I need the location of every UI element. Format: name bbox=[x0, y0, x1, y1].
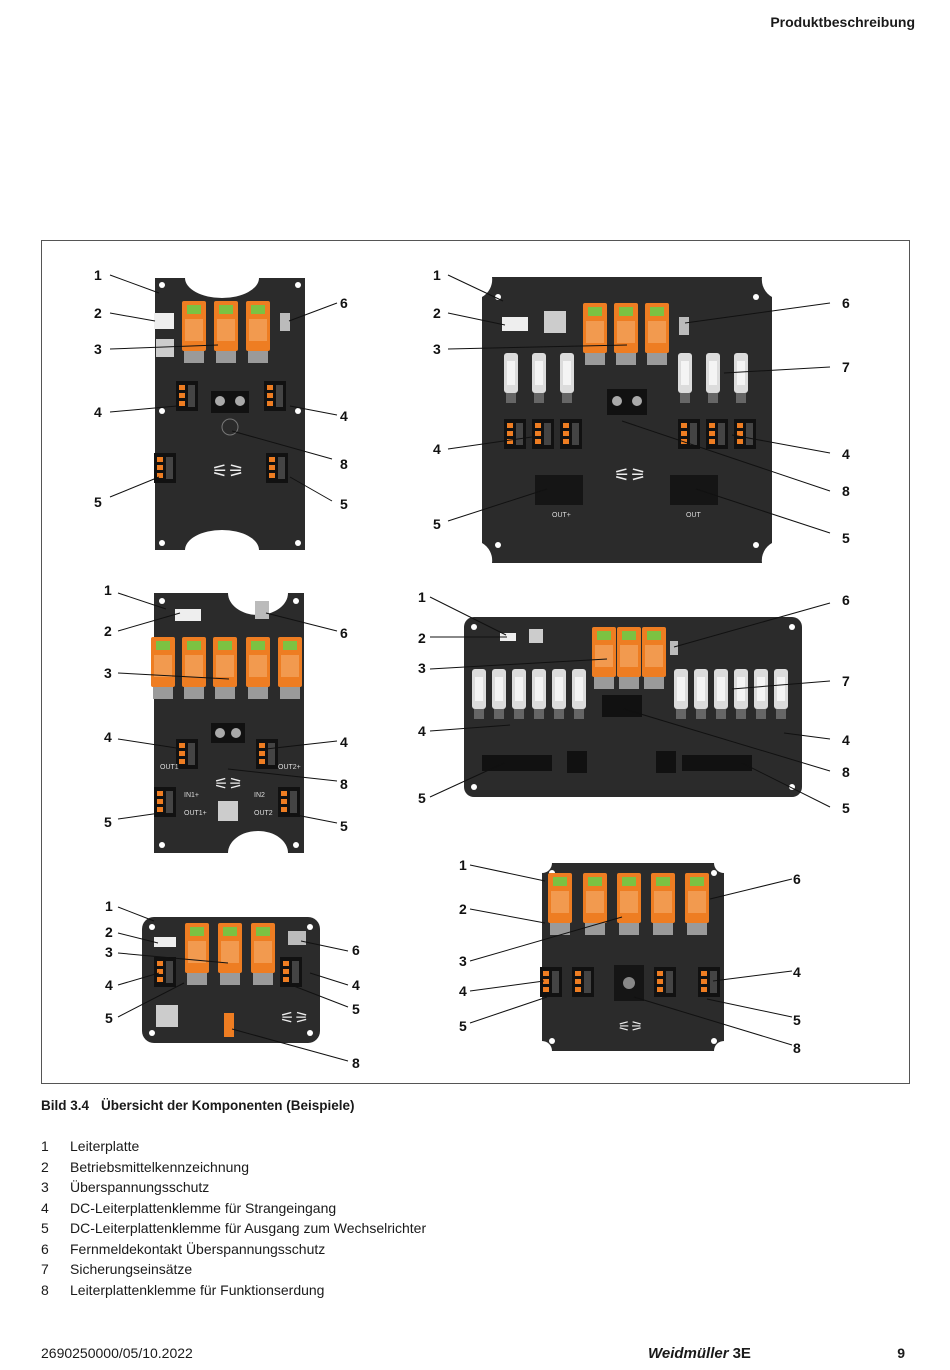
callout-2: 2 bbox=[94, 305, 102, 321]
callout-3: 3 bbox=[105, 944, 113, 960]
callout-5: 5 bbox=[340, 818, 348, 834]
callout-2: 2 bbox=[104, 623, 112, 639]
callout-4: 4 bbox=[418, 723, 426, 739]
callout-7: 7 bbox=[842, 359, 850, 375]
callout-3: 3 bbox=[418, 660, 426, 676]
label-out1-plus: OUT1+ bbox=[184, 810, 207, 817]
brand-mark-icon: 3E bbox=[732, 1345, 751, 1362]
callout-4: 4 bbox=[340, 408, 348, 424]
callout-6: 6 bbox=[340, 295, 348, 311]
callout-5: 5 bbox=[340, 496, 348, 512]
board-a: ⚟⚞ bbox=[154, 278, 305, 550]
callout-6: 6 bbox=[340, 625, 348, 641]
callout-1: 1 bbox=[104, 582, 112, 598]
svg-text:⚟⚞: ⚟⚞ bbox=[280, 1008, 309, 1027]
callout-4: 4 bbox=[94, 404, 102, 420]
label-in2: IN2 bbox=[254, 792, 265, 799]
footer-page-number: 9 bbox=[897, 1345, 905, 1361]
figure-illustration: ⚟⚞ OUT+ OUT ⚟⚞ IN1+ OUT1+ bbox=[94, 267, 850, 1071]
svg-text:⚟⚞: ⚟⚞ bbox=[618, 1019, 643, 1035]
label-in1-plus: IN1+ bbox=[184, 792, 199, 799]
board-c: IN1+ OUT1+ IN2 OUT2 OUT1 OUT2+ ⚟⚞ bbox=[151, 593, 304, 853]
label-out1: OUT1 bbox=[160, 764, 179, 771]
callout-1: 1 bbox=[418, 589, 426, 605]
svg-text:⚟⚞: ⚟⚞ bbox=[214, 774, 243, 793]
component-overview-figure: ⚟⚞ OUT+ OUT ⚟⚞ IN1+ OUT1+ bbox=[41, 240, 910, 1084]
callout-1: 1 bbox=[433, 267, 441, 283]
callout-3: 3 bbox=[433, 341, 441, 357]
callout-1: 1 bbox=[105, 898, 113, 914]
figure-caption: Bild 3.4 Übersicht der Komponenten (Beisp… bbox=[41, 1098, 355, 1113]
callout-4: 4 bbox=[433, 441, 441, 457]
callout-8: 8 bbox=[340, 456, 348, 472]
callout-5: 5 bbox=[793, 1012, 801, 1028]
callout-5: 5 bbox=[433, 516, 441, 532]
callout-4: 4 bbox=[842, 732, 850, 748]
callout-6: 6 bbox=[352, 942, 360, 958]
callout-6: 6 bbox=[793, 871, 801, 887]
callout-7: 7 bbox=[842, 673, 850, 689]
callout-8: 8 bbox=[352, 1055, 360, 1071]
callout-numbers: 1 2 3 4 5 6 4 8 5 1 2 3 4 5 6 7 4 8 5 1 … bbox=[94, 267, 850, 1071]
label-out-plus: OUT+ bbox=[552, 512, 571, 519]
caption-text: Übersicht der Komponenten (Beispiele) bbox=[101, 1098, 355, 1113]
callout-leaders bbox=[109, 274, 831, 1062]
callout-4: 4 bbox=[793, 964, 801, 980]
callout-4: 4 bbox=[352, 977, 360, 993]
callout-5: 5 bbox=[842, 800, 850, 816]
callout-5: 5 bbox=[104, 814, 112, 830]
callout-3: 3 bbox=[104, 665, 112, 681]
callout-4: 4 bbox=[459, 983, 467, 999]
callout-4: 4 bbox=[340, 734, 348, 750]
callout-8: 8 bbox=[842, 483, 850, 499]
callout-1: 1 bbox=[459, 857, 467, 873]
callout-8: 8 bbox=[842, 764, 850, 780]
callout-5: 5 bbox=[105, 1010, 113, 1026]
callout-6: 6 bbox=[842, 592, 850, 608]
callout-5: 5 bbox=[94, 494, 102, 510]
svg-text:⚟⚞: ⚟⚞ bbox=[212, 461, 244, 482]
board-f: ⚟⚞ bbox=[540, 863, 724, 1051]
label-out: OUT bbox=[686, 512, 702, 519]
callout-4: 4 bbox=[105, 977, 113, 993]
callout-5: 5 bbox=[459, 1018, 467, 1034]
board-d bbox=[464, 617, 802, 797]
callout-5: 5 bbox=[352, 1001, 360, 1017]
callout-2: 2 bbox=[459, 901, 467, 917]
label-out2: OUT2 bbox=[254, 810, 273, 817]
svg-text:⚟⚞: ⚟⚞ bbox=[614, 465, 646, 486]
callout-4: 4 bbox=[104, 729, 112, 745]
callout-1: 1 bbox=[94, 267, 102, 283]
board-e: ⚟⚞ bbox=[142, 917, 320, 1043]
footer-document-number: 2690250000/05/10.2022 bbox=[41, 1345, 193, 1361]
callout-3: 3 bbox=[459, 953, 467, 969]
callout-6: 6 bbox=[842, 295, 850, 311]
callout-5: 5 bbox=[842, 530, 850, 546]
label-out2-plus: OUT2+ bbox=[278, 764, 301, 771]
board-b: OUT+ OUT ⚟⚞ bbox=[482, 277, 772, 563]
caption-number: Bild 3.4 bbox=[41, 1098, 90, 1113]
callout-2: 2 bbox=[105, 924, 113, 940]
callout-8: 8 bbox=[340, 776, 348, 792]
callout-5: 5 bbox=[418, 790, 426, 806]
callout-2: 2 bbox=[433, 305, 441, 321]
callout-2: 2 bbox=[418, 630, 426, 646]
callout-8: 8 bbox=[793, 1040, 801, 1056]
callout-4: 4 bbox=[842, 446, 850, 462]
page-header-title: Produktbeschreibung bbox=[770, 14, 915, 30]
callout-3: 3 bbox=[94, 341, 102, 357]
